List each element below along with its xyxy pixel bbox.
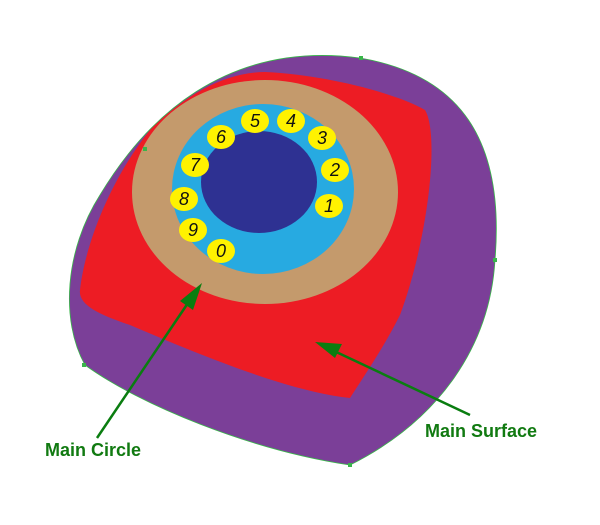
digit-8: 8 <box>179 189 189 209</box>
digit-4: 4 <box>286 111 296 131</box>
digit-5: 5 <box>250 111 261 131</box>
label-main-circle: Main Circle <box>45 440 141 460</box>
anchor-node <box>359 56 363 60</box>
digit-1: 1 <box>324 196 334 216</box>
anchor-node <box>493 258 497 262</box>
digit-2: 2 <box>329 160 340 180</box>
dial-center <box>201 131 317 233</box>
anchor-node <box>143 147 147 151</box>
arrowhead-icon <box>315 342 342 358</box>
finger-hole-2[interactable]: 2 <box>321 158 349 182</box>
finger-hole-7[interactable]: 7 <box>181 153 209 177</box>
finger-hole-6[interactable]: 6 <box>207 125 235 149</box>
anchor-nodes <box>82 56 497 467</box>
digit-3: 3 <box>317 128 327 148</box>
arrow-main-circle <box>95 283 202 439</box>
anchor-node <box>348 463 352 467</box>
finger-hole-1[interactable]: 1 <box>315 194 343 218</box>
finger-hole-8[interactable]: 8 <box>170 187 198 211</box>
anchor-node <box>82 363 86 367</box>
finger-hole-9[interactable]: 9 <box>179 218 207 242</box>
digit-7: 7 <box>190 155 201 175</box>
arrowhead-icon <box>180 283 202 310</box>
arrow-main-surface <box>315 342 471 417</box>
finger-hole-5[interactable]: 5 <box>241 109 269 133</box>
label-main-surface: Main Surface <box>425 421 537 441</box>
finger-hole-3[interactable]: 3 <box>308 126 336 150</box>
digit-0: 0 <box>216 241 226 261</box>
finger-hole-4[interactable]: 4 <box>277 109 305 133</box>
finger-holes: 1 2 3 4 5 6 7 8 <box>170 109 349 263</box>
finger-hole-0[interactable]: 0 <box>207 239 235 263</box>
digit-9: 9 <box>188 220 198 240</box>
digit-6: 6 <box>216 127 227 147</box>
